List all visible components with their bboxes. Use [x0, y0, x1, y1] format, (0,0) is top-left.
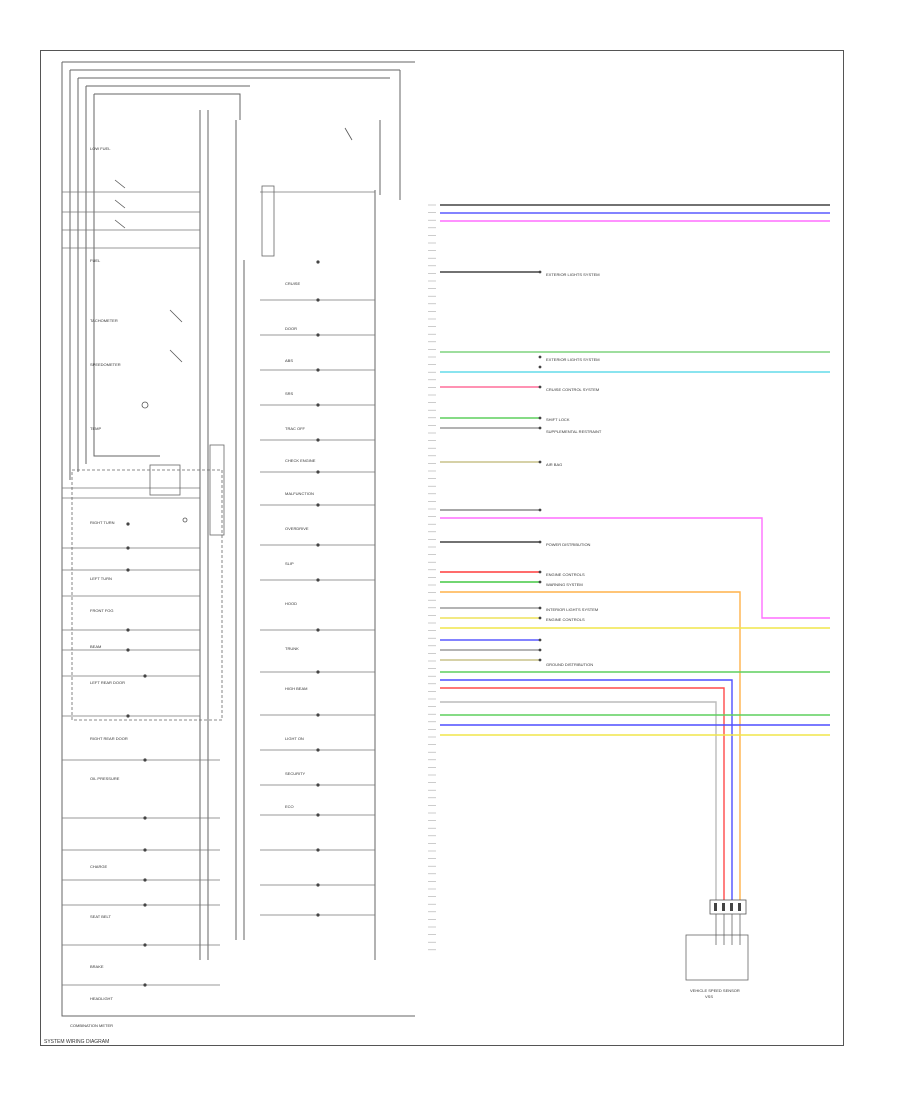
connector-pin-column — [428, 204, 436, 951]
left-label: TEMP — [90, 426, 101, 431]
colored-wires — [440, 204, 830, 900]
system-label: AIR BAG — [546, 462, 562, 467]
switch-symbols — [114, 127, 353, 523]
left-label: LEFT TURN — [90, 576, 112, 581]
left-label: BEAM — [90, 644, 101, 649]
left-label: FRONT FOG — [90, 608, 113, 613]
left-label: RIGHT REAR DOOR — [90, 736, 128, 741]
left-label: LEFT REAR DOOR — [90, 680, 125, 685]
left-label: BRAKE — [90, 964, 104, 969]
mid-label: CHECK ENGINE — [285, 458, 316, 463]
mid-label: ABS — [285, 358, 293, 363]
left-label: FUEL — [90, 258, 101, 263]
vehicle-speed-sensor — [709, 899, 747, 945]
system-label: CRUISE CONTROL SYSTEM — [546, 387, 599, 392]
mid-label: SECURITY — [285, 771, 306, 776]
sensor-label-short: VSS — [705, 994, 713, 999]
mid-label: SRS — [285, 391, 294, 396]
wire-gray-5 — [440, 701, 717, 900]
left-wire-bundle — [61, 61, 415, 1017]
mid-label: LIGHT ON — [285, 736, 304, 741]
wire-red-2 — [440, 687, 725, 900]
left-label: LOW FUEL — [90, 146, 111, 151]
mid-label: ECO — [285, 804, 294, 809]
mid-label: SLIP — [285, 561, 294, 566]
left-label: RIGHT TURN — [90, 520, 115, 525]
cluster-label: COMBINATION METER — [70, 1023, 113, 1028]
left-label: SPEEDOMETER — [90, 362, 121, 367]
system-label: ENGINE CONTROLS — [546, 572, 585, 577]
mid-label: OVERDRIVE — [285, 526, 309, 531]
mid-label: HOOD — [285, 601, 297, 606]
mid-label: DOOR — [285, 326, 297, 331]
left-connectors — [62, 191, 220, 986]
system-label: POWER DISTRIBUTION — [546, 542, 591, 547]
mid-label: HIGH BEAM — [285, 686, 307, 691]
wire-end-markers — [538, 270, 542, 662]
left-indicator-labels: LOW FUEL FUEL TACHOMETER SPEEDOMETER TEMP RIG… — [90, 146, 128, 1001]
system-label: SHIFT LOCK — [546, 417, 570, 422]
system-label: INTERIOR LIGHTS SYSTEM — [546, 607, 598, 612]
wire-orange-1 — [440, 591, 741, 900]
system-label: SUPPLEMENTAL RESTRAINT — [546, 429, 602, 434]
left-label: OIL PRESSURE — [90, 776, 120, 781]
mid-label: TRUNK — [285, 646, 299, 651]
diagram-frame — [40, 50, 844, 1046]
frame-label: SYSTEM WIRING DIAGRAM — [44, 1039, 109, 1045]
system-labels: EXTERIOR LIGHTS SYSTEM EXTERIOR LIGHTS SY… — [546, 272, 602, 667]
wire-pink-3 — [440, 517, 830, 619]
mid-indicator-labels: CRUISE DOOR ABS SRS TRAC OFF CHECK ENGINE MALF… — [285, 281, 316, 809]
wire-blue-3 — [440, 679, 733, 900]
system-label: EXTERIOR LIGHTS SYSTEM — [546, 357, 600, 362]
left-label: TACHOMETER — [90, 318, 118, 323]
mid-label: MALFUNCTION — [285, 491, 314, 496]
system-label: WARNING SYSTEM — [546, 582, 583, 587]
mid-label: CRUISE — [285, 281, 300, 286]
mid-label: TRAC OFF — [285, 426, 306, 431]
system-label: GROUND DISTRIBUTION — [546, 662, 593, 667]
left-label: CHARGE — [90, 864, 107, 869]
left-label: HEADLIGHT — [90, 996, 113, 1001]
system-label: ENGINE CONTROLS — [546, 617, 585, 622]
left-label: SEAT BELT — [90, 914, 111, 919]
sensor-label: VEHICLE SPEED SENSOR — [690, 988, 740, 993]
component-boxes — [71, 185, 749, 981]
system-label: EXTERIOR LIGHTS SYSTEM — [546, 272, 600, 277]
mid-terminals — [126, 260, 320, 987]
